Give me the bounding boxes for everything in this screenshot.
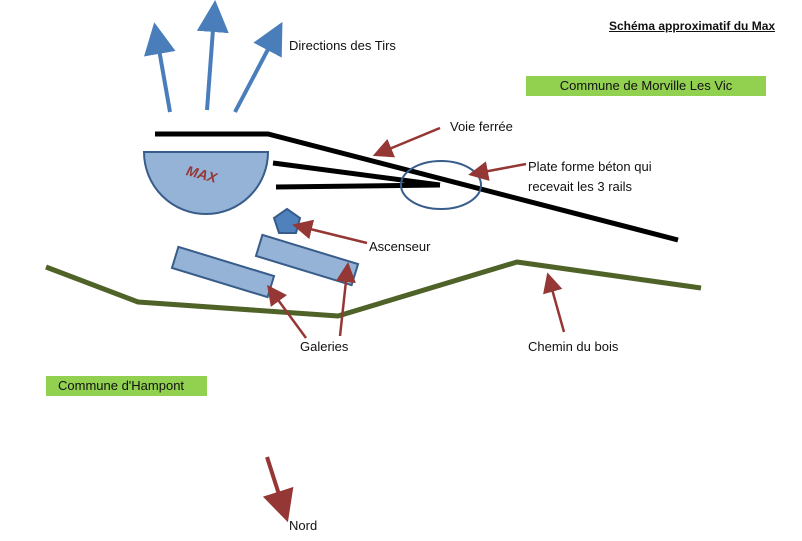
commune-morville: Commune de Morville Les Vic: [526, 76, 766, 96]
plate-arrow: [468, 161, 527, 181]
plate-forme-label-line1: Plate forme béton qui: [528, 159, 652, 174]
chemin-du-bois-label: Chemin du bois: [528, 339, 619, 354]
commune-morville-label: Commune de Morville Les Vic: [559, 78, 733, 93]
diagram-title: Schéma approximatif du Max: [609, 19, 776, 33]
rail-middle: [272, 160, 441, 188]
pointer-arrows: [262, 126, 566, 523]
galeries-arrow-left: [267, 284, 308, 339]
ascenseur-label: Ascenseur: [369, 239, 431, 254]
nord-label: Nord: [289, 518, 318, 533]
chemin-arrow: [543, 272, 566, 333]
elevator-pentagon: [272, 207, 302, 234]
max-gun-shape: [142, 151, 270, 215]
road-chemin-du-bois: [45, 259, 702, 319]
galeries-arrow-right: [335, 262, 356, 337]
rail-top: [155, 131, 679, 243]
fire-arrow-left: [144, 22, 176, 113]
fire-arrow-middle: [196, 0, 229, 111]
rail-bottom: [275, 182, 441, 190]
galeries-label: Galeries: [300, 339, 349, 354]
concrete-platform-ellipse: [400, 160, 482, 210]
commune-hampont-label: Commune d'Hampont: [58, 378, 185, 393]
commune-hampont: Commune d'Hampont: [46, 376, 207, 396]
ascenseur-arrow: [292, 219, 368, 245]
plate-forme-label-line2: recevait les 3 rails: [528, 179, 633, 194]
fire-direction-arrows: [144, 0, 283, 113]
railway-lines: [155, 131, 679, 243]
fire-arrow-right: [233, 21, 283, 113]
voie-ferree-label: Voie ferrée: [450, 119, 513, 134]
nord-arrow: [262, 456, 294, 523]
voie-arrow: [372, 126, 441, 158]
directions-label: Directions des Tirs: [289, 38, 396, 53]
